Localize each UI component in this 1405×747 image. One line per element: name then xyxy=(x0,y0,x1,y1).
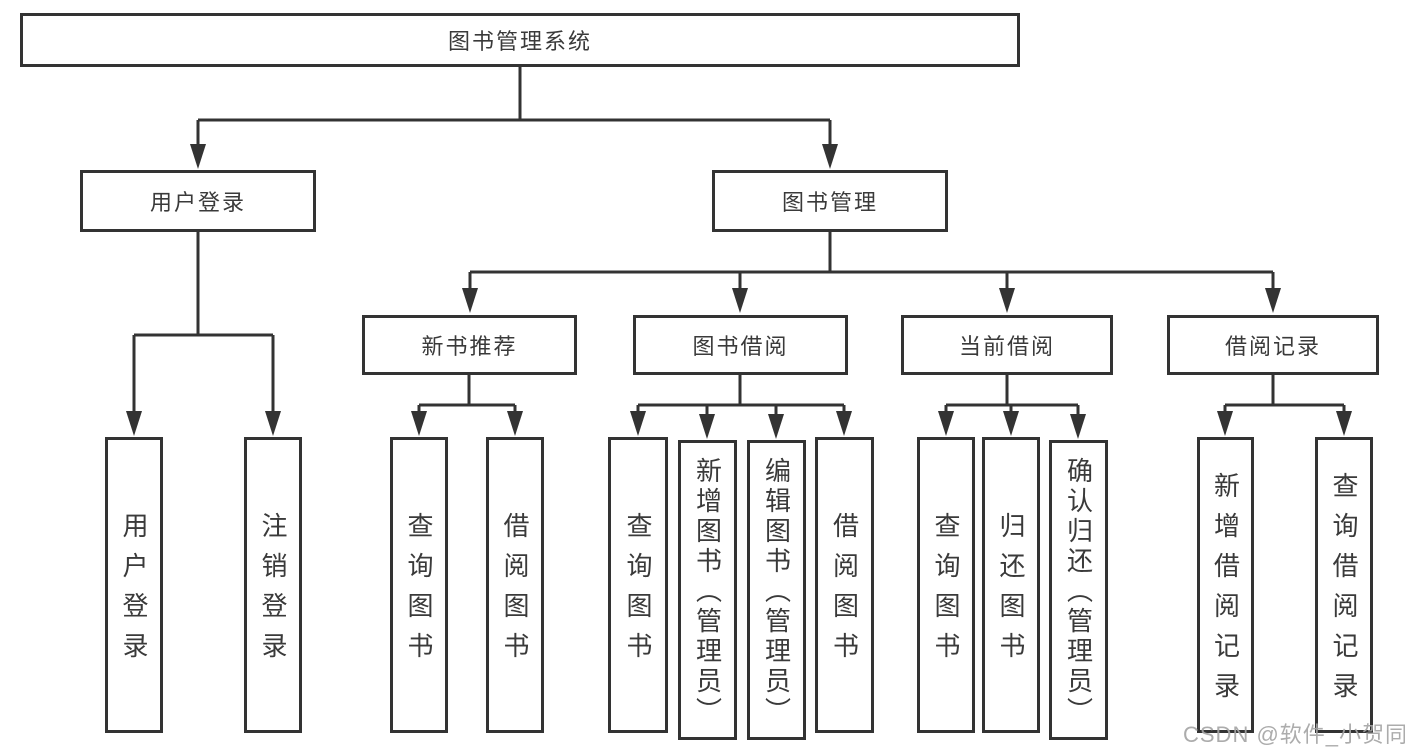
node-book-borrow-label: 图书借阅 xyxy=(692,334,789,359)
node-book-borrow: 图书借阅 xyxy=(633,315,848,375)
node-current-borrow-label: 当前借阅 xyxy=(958,334,1055,359)
leaf-borrow-book-label: 借阅图书 xyxy=(829,512,860,672)
leaf-current-query-label: 查询图书 xyxy=(931,512,961,672)
leaf-current-query: 查询图书 xyxy=(917,437,975,733)
leaf-borrow-add-admin-label: 新增图书（管理员） xyxy=(692,457,723,727)
leaf-return-book: 归还图书 xyxy=(982,437,1040,733)
leaf-newbook-borrow: 借阅图书 xyxy=(486,437,544,733)
leaf-newbook-borrow-label: 借阅图书 xyxy=(500,512,530,672)
leaf-add-record-label: 新增借阅记录 xyxy=(1210,472,1241,712)
leaf-confirm-return-admin: 确认归还（管理员） xyxy=(1049,440,1108,740)
leaf-add-record: 新增借阅记录 xyxy=(1197,437,1254,733)
node-borrow-records: 借阅记录 xyxy=(1167,315,1379,375)
node-new-book-recommend: 新书推荐 xyxy=(362,315,577,375)
node-new-book-recommend-label: 新书推荐 xyxy=(421,334,518,359)
leaf-borrow-query-label: 查询图书 xyxy=(623,512,653,672)
node-book-management-label: 图书管理 xyxy=(781,190,878,215)
node-user-login: 用户登录 xyxy=(80,170,316,232)
leaf-query-record: 查询借阅记录 xyxy=(1315,437,1373,733)
leaf-newbook-query: 查询图书 xyxy=(390,437,448,733)
leaf-user-login: 用户登录 xyxy=(105,437,163,733)
node-user-login-label: 用户登录 xyxy=(149,190,246,215)
leaf-borrow-book: 借阅图书 xyxy=(815,437,874,733)
leaf-borrow-query: 查询图书 xyxy=(608,437,668,733)
node-borrow-records-label: 借阅记录 xyxy=(1224,334,1321,359)
node-current-borrow: 当前借阅 xyxy=(901,315,1113,375)
node-book-management: 图书管理 xyxy=(712,170,948,232)
csdn-watermark: CSDN @软件_小贺同学 xyxy=(1183,722,1405,747)
leaf-query-record-label: 查询借阅记录 xyxy=(1329,472,1359,712)
leaf-logout: 注销登录 xyxy=(244,437,302,733)
leaf-borrow-edit-admin: 编辑图书（管理员） xyxy=(747,440,806,740)
leaf-confirm-return-admin-label: 确认归还（管理员） xyxy=(1063,457,1094,727)
node-root: 图书管理系统 xyxy=(20,13,1020,67)
leaf-borrow-add-admin: 新增图书（管理员） xyxy=(678,440,737,740)
leaf-newbook-query-label: 查询图书 xyxy=(404,512,434,672)
node-root-label: 图书管理系统 xyxy=(447,29,592,54)
leaf-borrow-edit-admin-label: 编辑图书（管理员） xyxy=(761,457,792,727)
leaf-logout-label: 注销登录 xyxy=(258,512,288,672)
leaf-return-book-label: 归还图书 xyxy=(996,512,1026,672)
leaf-user-login-label: 用户登录 xyxy=(119,512,149,672)
